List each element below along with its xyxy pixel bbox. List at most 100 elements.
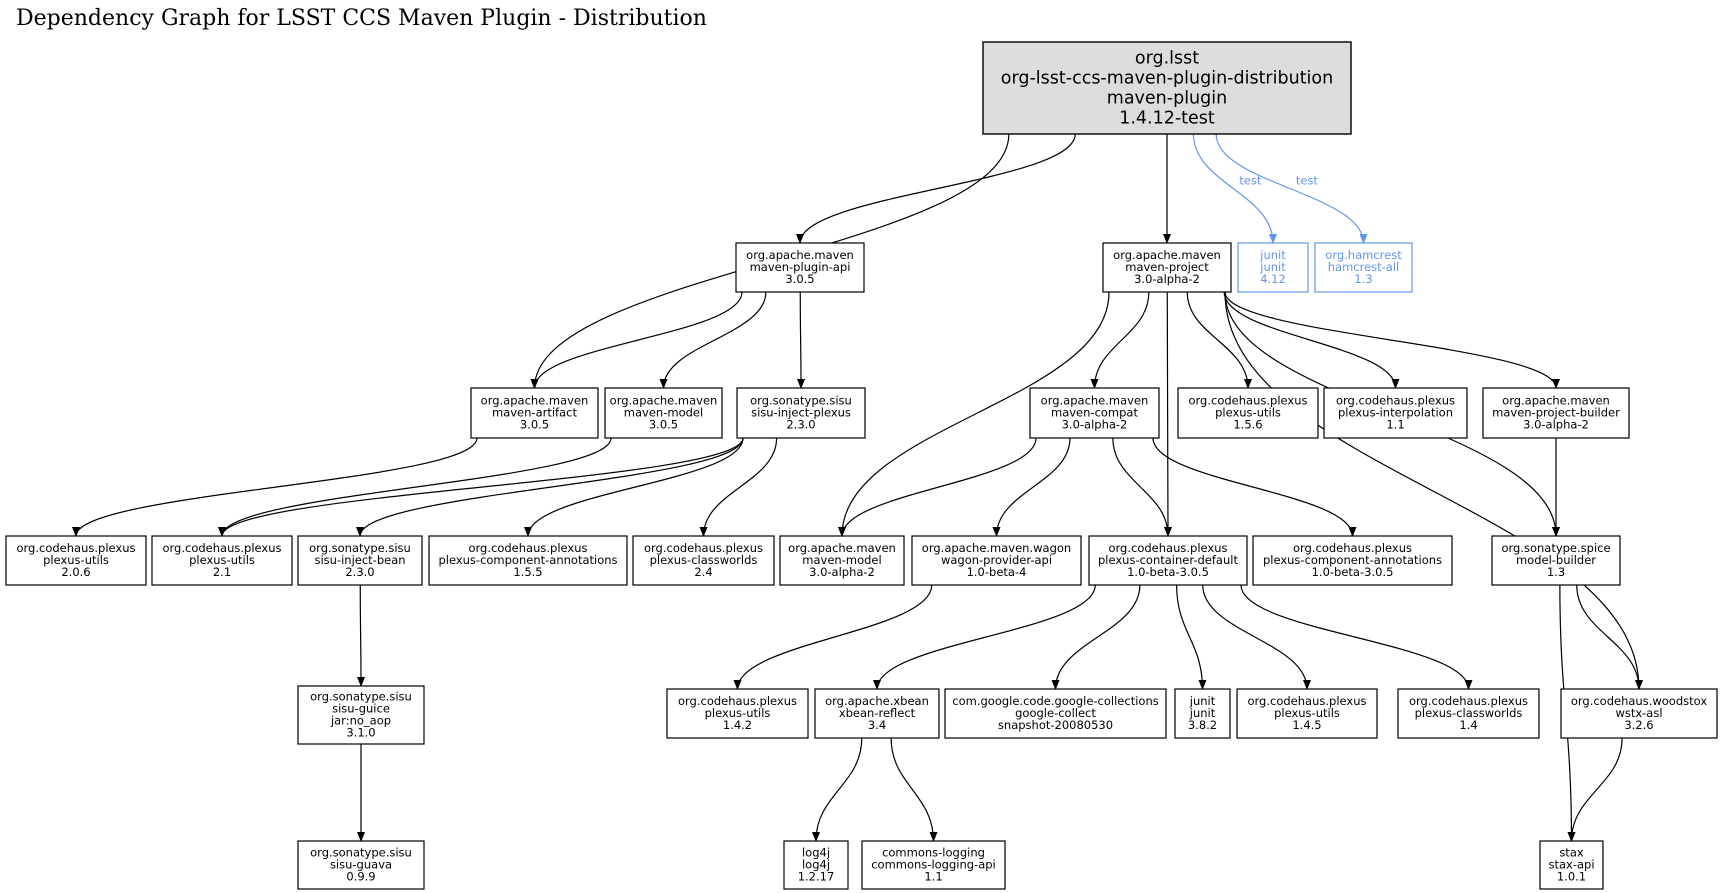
node-box	[735, 242, 865, 293]
node-label-line: 2.3.0	[345, 565, 374, 579]
node-box	[861, 840, 1006, 890]
node-label-line: sisu-guava	[330, 857, 392, 871]
node-label-line: 3.4	[868, 718, 886, 732]
node-label-line: 1.0-beta-3.0.5	[1127, 565, 1209, 579]
node-box	[779, 535, 905, 586]
node-box	[1323, 387, 1468, 439]
node-wagon: org.apache.maven.wagonwagon-provider-api…	[911, 535, 1082, 586]
node-box	[814, 688, 940, 739]
edge-model-builder-to-wstx	[1576, 584, 1643, 690]
node-label-line: 3.8.2	[1188, 718, 1217, 732]
node-label-line: 1.2.17	[798, 869, 835, 883]
node-label-line: 3.0.5	[649, 417, 678, 431]
node-label-line: 1.4.5	[1292, 718, 1321, 732]
edge-inject-bean-to-guice	[356, 584, 365, 687]
node-label-line: org.apache.maven	[788, 541, 896, 555]
node-label-line: 3.0-alpha-2	[1523, 417, 1589, 431]
node-label-line: plexus-interpolation	[1338, 405, 1453, 419]
node-box	[1177, 387, 1319, 439]
node-box	[297, 535, 423, 586]
node-label-line: org.apache.maven	[1113, 248, 1221, 262]
node-label-line: org.apache.maven	[1041, 393, 1149, 407]
node-label-line: maven-plugin	[1107, 89, 1227, 109]
node-box	[1102, 242, 1232, 293]
node-label-line: plexus-classworlds	[650, 553, 758, 567]
node-label-line: commons-logging-api	[871, 857, 996, 871]
edge-root-to-junit412	[1192, 133, 1277, 244]
node-label-line: org.lsst	[1135, 49, 1199, 69]
edge-sisu-inject-plexus-to-annotations155	[524, 437, 744, 537]
node-label-line: org.codehaus.plexus	[1293, 541, 1412, 555]
node-label-line: com.google.code.google-collections	[952, 694, 1158, 708]
node-label-line: maven-plugin-api	[750, 260, 851, 274]
node-label-line: maven-artifact	[492, 405, 577, 419]
node-box	[666, 688, 809, 739]
node-label-line: 3.1.0	[346, 725, 375, 739]
node-label-line: junit	[1259, 248, 1286, 262]
edge-container-to-xbean	[873, 584, 1096, 690]
node-label-line: maven-project	[1125, 260, 1209, 274]
node-label-line: plexus-utils	[1215, 405, 1281, 419]
node-label-line: junit	[1259, 260, 1286, 274]
node-label-line: plexus-utils	[1274, 706, 1340, 720]
node-box	[982, 41, 1352, 135]
node-box	[1174, 688, 1231, 739]
edge-label: test	[1239, 174, 1262, 188]
node-interpolation: org.codehaus.plexusplexus-interpolation1…	[1323, 387, 1468, 439]
edge-artifact-to-utils206	[72, 437, 478, 537]
node-label-line: jar:no_aop	[330, 713, 391, 727]
node-label-line: org.codehaus.woodstox	[1571, 694, 1707, 708]
edge-project-to-wstx	[1224, 291, 1643, 690]
node-label-line: plexus-classworlds	[1415, 706, 1523, 720]
node-box	[297, 840, 425, 890]
node-label-line: sisu-guice	[332, 701, 390, 715]
edge-xbean-to-logging	[890, 737, 938, 842]
node-label-line: org.sonatype.spice	[1501, 541, 1610, 555]
node-root: org.lsstorg-lsst-ccs-maven-plugin-distri…	[982, 41, 1352, 135]
node-box	[1482, 387, 1630, 439]
node-label-line: plexus-container-default	[1098, 553, 1238, 567]
node-box	[297, 685, 425, 745]
node-label-line: org.codehaus.plexus	[644, 541, 763, 555]
node-google: com.google.code.google-collectionsgoogle…	[944, 688, 1167, 739]
node-label-line: 1.4	[1459, 718, 1477, 732]
node-label-line: log4j	[802, 845, 830, 859]
node-label-line: hamcrest-all	[1328, 260, 1400, 274]
edge-plugin-api-to-artifact	[530, 291, 743, 389]
node-label-line: stax	[1559, 845, 1584, 859]
node-label-line: 0.9.9	[346, 869, 375, 883]
node-label-line: sisu-inject-plexus	[751, 405, 851, 419]
node-label-line: stax-api	[1548, 857, 1594, 871]
node-label-line: org.codehaus.plexus	[1336, 393, 1455, 407]
node-label-line: org.codehaus.plexus	[1109, 541, 1228, 555]
node-label-line: maven-model	[624, 405, 703, 419]
node-label-line: 3.0-alpha-2	[1134, 272, 1200, 286]
node-label-line: 1.5.5	[513, 565, 542, 579]
node-label-line: plexus-utils	[189, 553, 255, 567]
node-box	[632, 535, 775, 586]
node-box	[944, 688, 1167, 739]
node-container: org.codehaus.plexusplexus-container-defa…	[1088, 535, 1248, 586]
edge-sisu-inject-plexus-to-utils21	[218, 437, 744, 537]
node-label-line: org.codehaus.plexus	[469, 541, 588, 555]
node-label-line: plexus-component-annotations	[1263, 553, 1442, 567]
node-label-line: 1.5.6	[1233, 417, 1262, 431]
node-label-line: 2.3.0	[786, 417, 815, 431]
edge-sisu-inject-plexus-to-classworlds24	[699, 437, 778, 537]
node-label-line: org.apache.maven	[481, 393, 589, 407]
edge-wagon-to-utils142	[733, 584, 933, 690]
edge-container-to-junit382	[1176, 584, 1207, 690]
node-label-line: org.codehaus.plexus	[678, 694, 797, 708]
